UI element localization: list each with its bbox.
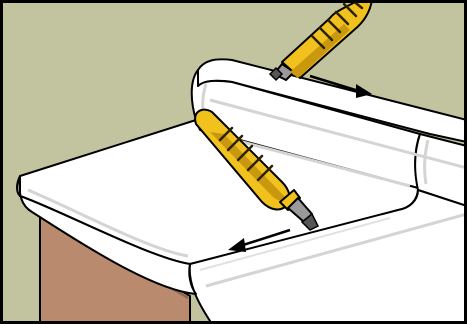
countertop-trim-illustration bbox=[0, 0, 467, 324]
